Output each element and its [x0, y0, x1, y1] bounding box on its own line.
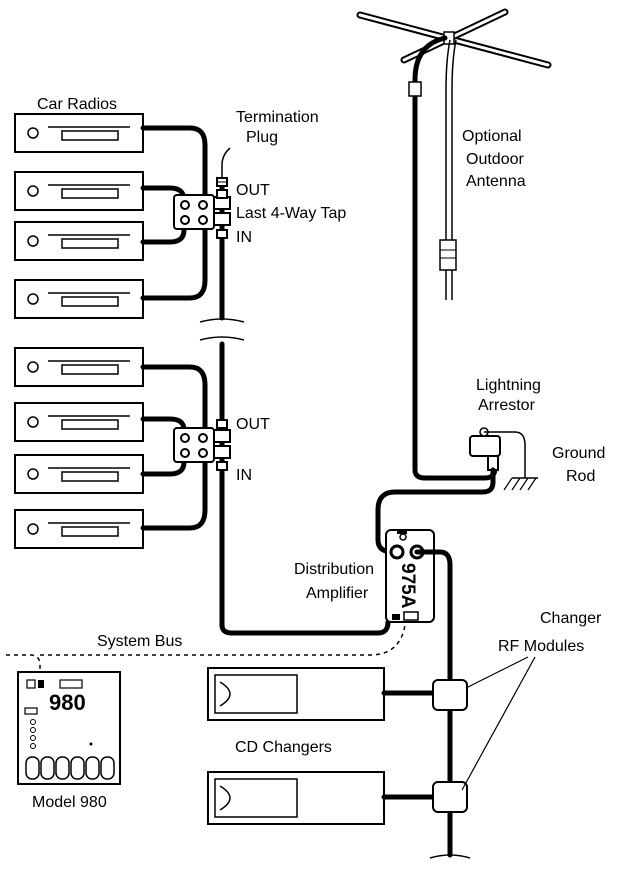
system-bus-label: System Bus: [97, 633, 182, 650]
model-980-caption: Model 980: [32, 794, 107, 811]
cd-changer: [207, 667, 385, 721]
car-radio-group-upper: [14, 113, 144, 319]
termination-label-line1: Termination: [236, 109, 319, 126]
ground-label-line1: Ground: [552, 445, 605, 462]
antenna-label-line3: Antenna: [466, 173, 526, 190]
amplifier-label-line2: Amplifier: [306, 585, 369, 602]
outdoor-antenna: [356, 8, 552, 300]
car-radio: [14, 402, 144, 442]
car-radio-group-lower: [14, 347, 144, 549]
changer-label-line1: Changer: [540, 610, 602, 627]
amplifier-label-line1: Distribution: [294, 561, 374, 578]
car-radio: [14, 221, 144, 261]
car-radio: [14, 509, 144, 549]
four-way-tap-upper: [173, 189, 231, 239]
ground-label-line2: Rod: [566, 468, 595, 485]
antenna-label-line1: Optional: [462, 128, 522, 145]
changer-trunk-cable: [414, 549, 471, 859]
ground-symbol: [503, 477, 538, 491]
in-label-lower: IN: [236, 467, 252, 484]
arrestor-label-line1: Lightning: [476, 377, 541, 394]
system-bus-line: [6, 624, 406, 680]
rf-module: [432, 679, 468, 711]
changer-cables: [381, 690, 436, 800]
out-label-upper: OUT: [236, 182, 270, 199]
arrestor-to-amp-cable: [375, 467, 496, 555]
four-way-tap-lower: [173, 419, 231, 471]
last-tap-label: Last 4-Way Tap: [236, 205, 346, 222]
radio-cables-upper: [140, 125, 208, 301]
car-radio: [14, 171, 144, 211]
arrestor-label-line2: Arrestor: [478, 397, 536, 414]
car-radio: [14, 113, 144, 153]
termination-label-line2: Plug: [246, 129, 278, 146]
car-radios-label: Car Radios: [37, 96, 117, 113]
changer-label-line2: RF Modules: [498, 638, 584, 655]
model-980-unit: [17, 671, 121, 785]
rf-module-leaders: [461, 656, 536, 791]
rf-module: [432, 781, 468, 813]
model-980-number: 980: [49, 690, 86, 715]
termination-plug: [216, 147, 231, 187]
lightning-arrestor: [469, 427, 526, 478]
car-radio: [14, 454, 144, 494]
amplifier-model-number: 975A: [397, 563, 418, 609]
in-label-upper: IN: [236, 229, 252, 246]
cd-changers-label: CD Changers: [235, 739, 332, 756]
antenna-label-line2: Outdoor: [466, 151, 524, 168]
out-label-lower: OUT: [236, 416, 270, 433]
car-radio: [14, 347, 144, 387]
car-radio: [14, 279, 144, 319]
cd-changer: [207, 771, 385, 825]
